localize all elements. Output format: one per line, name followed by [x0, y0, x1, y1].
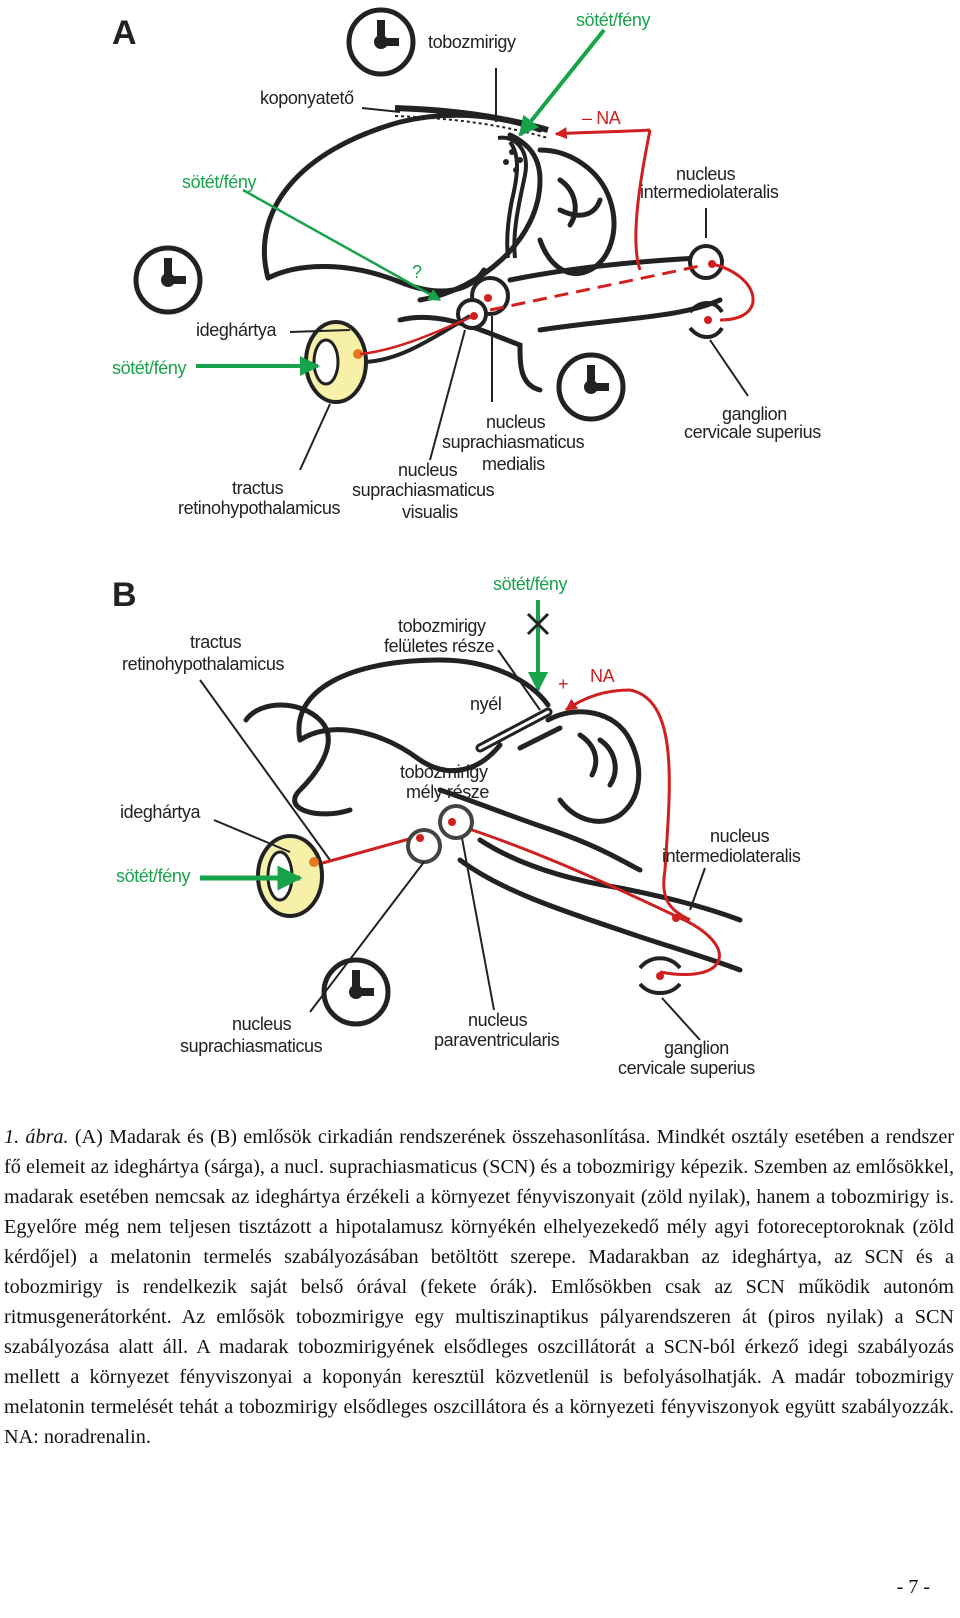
panel-a-pineal-clock-icon — [349, 10, 413, 74]
panel-a-scn-clock-icon — [559, 355, 623, 419]
figure-caption: 1. ábra. (A) Madarak és (B) emlősök cirk… — [4, 1122, 954, 1452]
caption-text: (A) Madarak és (B) emlősök cirkadián ren… — [4, 1126, 955, 1448]
panel-a-label-nil-2: intermediolateralis — [640, 182, 779, 202]
circadian-figure: A tobozmirigy sö — [112, 0, 822, 1078]
panel-b-label-ganglion-2: cervicale superius — [618, 1058, 755, 1078]
panel-a-pineal — [497, 135, 528, 259]
panel-a-label-tobozmirigy: tobozmirigy — [428, 32, 516, 52]
panel-a-question: ? — [412, 262, 422, 282]
panel-a-label-nil-1: nucleus — [676, 164, 736, 184]
panel-b-label-tob-fel-1: tobozmirigy — [398, 616, 486, 636]
panel-a-light-arrow-pineal — [518, 28, 606, 137]
panel-a-deep-photoreceptor-arrow — [242, 188, 442, 302]
panel-a-label-scn-med-1: nucleus — [486, 412, 546, 432]
panel-b-scn-node — [406, 828, 442, 864]
panel-a-label-scn-med-2: suprachiasmaticus — [442, 432, 585, 452]
panel-b-label-pvn-1: nucleus — [468, 1010, 528, 1030]
panel-a-label-scn-vis-3: visualis — [402, 502, 458, 522]
panel-a-label-ideghartya: ideghártya — [196, 320, 277, 340]
panel-a-label-sotet-feny-mid: sötét/fény — [182, 172, 256, 192]
panel-b-label-tob-mely-1: tobozmirigy — [400, 762, 488, 782]
panel-a-retina-clock-icon — [136, 248, 200, 312]
panel-a-scn-to-nil — [489, 264, 701, 312]
panel-b-label-scn-2: suprachiasmaticus — [180, 1036, 323, 1056]
panel-b-label-ideghartya: ideghártya — [120, 802, 201, 822]
panel-b-label-sotet-feny-top: sötét/fény — [493, 574, 567, 594]
panel-b-label-sotet-feny-left: sötét/fény — [116, 866, 190, 886]
panel-b-scn-clock-icon — [324, 960, 388, 1024]
panel-a-label-tractus-1: tractus — [232, 478, 284, 498]
panel-b-label-tractus-1: tractus — [190, 632, 242, 652]
panel-a-nil-node — [688, 244, 724, 280]
panel-a-letter: A — [112, 14, 137, 52]
panel-a-label-sotet-feny-left: sötét/fény — [112, 358, 186, 378]
panel-b-na-path — [629, 688, 691, 922]
panel-b-label-ganglion-1: ganglion — [664, 1038, 729, 1058]
panel-b-label-plus: + — [558, 674, 568, 694]
panel-b: B sötét/fény tractus retinohypothalamicu… — [112, 574, 801, 1078]
panel-b-block-cross-icon — [526, 612, 550, 636]
panel-a-skull-roof — [394, 105, 549, 139]
panel-b-label-tractus-2: retinohypothalamicus — [122, 654, 284, 674]
panel-a: A tobozmirigy sö — [112, 10, 822, 522]
caption-lead: 1. ábra. — [4, 1126, 69, 1148]
panel-a-label-koponyateto: koponyatető — [260, 88, 354, 108]
panel-b-tract-red — [311, 834, 421, 868]
panel-b-label-nil-1: nucleus — [710, 826, 770, 846]
page-number: - 7 - — [896, 1576, 930, 1598]
panel-a-na-arrow — [554, 127, 651, 140]
panel-b-label-tob-fel-2: felületes része — [384, 636, 494, 656]
panel-a-label-na: – NA — [582, 108, 621, 128]
panel-b-label-nyel: nyél — [470, 694, 501, 714]
panel-a-label-ganglion-2: cervicale superius — [684, 422, 821, 442]
panel-a-eye — [304, 314, 475, 404]
panel-b-label-scn-1: nucleus — [232, 1014, 292, 1034]
panel-a-label-scn-med-3: medialis — [482, 454, 545, 474]
panel-b-label-pvn-2: paraventricularis — [434, 1030, 560, 1050]
panel-b-ganglion — [638, 956, 682, 995]
panel-b-label-na: NA — [590, 666, 615, 686]
panel-a-ganglion-loop — [711, 262, 755, 322]
panel-a-label-scn-vis-2: suprachiasmaticus — [352, 480, 495, 500]
panel-b-letter: B — [112, 576, 137, 614]
panel-a-label-tractus-2: retinohypothalamicus — [178, 498, 340, 518]
panel-a-label-sotet-feny-top: sötét/fény — [576, 10, 650, 30]
panel-b-brain — [243, 657, 743, 973]
panel-a-label-ganglion-1: ganglion — [722, 404, 787, 424]
panel-a-label-scn-vis-1: nucleus — [398, 460, 458, 480]
panel-b-label-tob-mely-2: mély része — [406, 782, 489, 802]
panel-b-pineal — [475, 707, 563, 753]
panel-b-label-nil-2: intermediolateralis — [662, 846, 801, 866]
